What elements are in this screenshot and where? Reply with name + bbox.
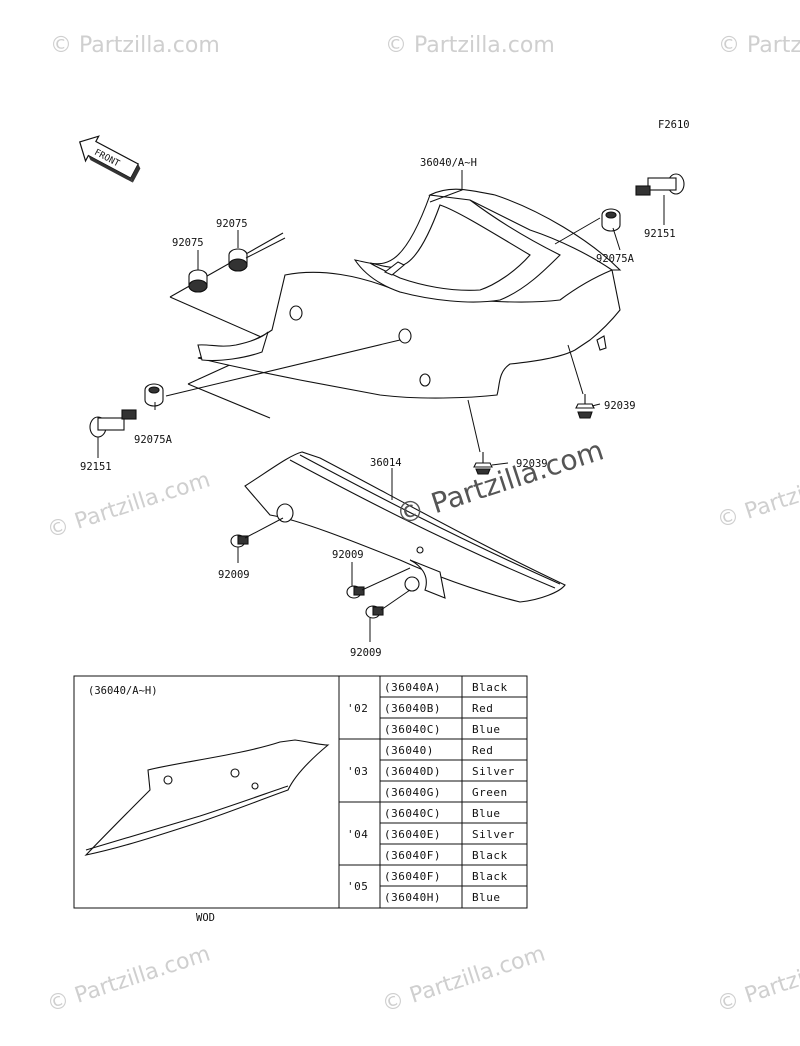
part-label: 36014: [370, 457, 402, 469]
watermark: © Partzilla.com: [385, 33, 555, 58]
table-color: Red: [472, 744, 493, 757]
front-arrow-icon: FRONT: [78, 135, 141, 183]
footnote: WOD: [196, 912, 215, 924]
table-code: (36040D): [384, 765, 441, 778]
watermark-large: © Partzilla.com: [392, 434, 608, 532]
part-label: 36040/A~H: [420, 157, 477, 169]
watermark: © Partzilla.com: [714, 457, 800, 533]
table-year: '04: [347, 828, 368, 841]
part-label: 92009: [350, 647, 382, 659]
variants-table-text: '02 (36040A) Black (36040B) Red (36040C)…: [347, 681, 515, 904]
table-year: '03: [347, 765, 368, 778]
figure-code: F2610: [658, 119, 690, 131]
table-code: (36040F): [384, 870, 441, 883]
seat-cover-drawing: [169, 188, 622, 419]
watermark: © Partzilla.com: [44, 467, 213, 543]
part-labels: 36040/A~H 92075 92075 92075A 92151 92075…: [80, 157, 676, 659]
part-label: 92151: [80, 461, 112, 473]
table-color: Blue: [472, 723, 501, 736]
part-label: 92075A: [134, 434, 173, 446]
variants-table: [338, 675, 528, 909]
part-label: 92039: [516, 458, 548, 470]
detail-box-title: (36040/A~H): [88, 685, 158, 697]
part-label: 92075A: [596, 253, 635, 265]
watermark: © Partzilla.com: [50, 33, 220, 58]
table-color: Green: [472, 786, 508, 799]
table-code: (36040H): [384, 891, 441, 904]
part-label: 92075: [172, 237, 204, 249]
table-code: (36040A): [384, 681, 441, 694]
leader-lines: [97, 170, 665, 642]
watermark: © Partzilla.com: [718, 33, 800, 58]
table-code: (36040C): [384, 723, 441, 736]
table-color: Blue: [472, 891, 501, 904]
part-label: 92009: [332, 549, 364, 561]
table-code: (36040B): [384, 702, 441, 715]
table-code: (36040F): [384, 849, 441, 862]
table-color: Blue: [472, 807, 501, 820]
table-color: Silver: [472, 765, 515, 778]
watermark: © Partzilla.com: [44, 941, 213, 1017]
part-label: 92039: [604, 400, 636, 412]
table-color: Silver: [472, 828, 515, 841]
detail-box: (36040/A~H): [73, 675, 340, 909]
hardware: [89, 173, 685, 619]
table-color: Black: [472, 870, 508, 883]
table-year: '02: [347, 702, 368, 715]
part-label: 92009: [218, 569, 250, 581]
table-color: Black: [472, 681, 508, 694]
part-label: 92151: [644, 228, 676, 240]
detail-box-drawing: [84, 739, 330, 856]
table-color: Red: [472, 702, 493, 715]
watermark: © Partzilla.com: [379, 941, 548, 1017]
table-color: Black: [472, 849, 508, 862]
watermark: © Partzilla.com: [714, 941, 800, 1017]
table-code: (36040): [384, 744, 434, 757]
side-cover-drawing: [244, 451, 566, 603]
table-code: (36040C): [384, 807, 441, 820]
table-year: '05: [347, 880, 368, 893]
table-code: (36040E): [384, 828, 441, 841]
part-label: 92075: [216, 218, 248, 230]
table-code: (36040G): [384, 786, 441, 799]
